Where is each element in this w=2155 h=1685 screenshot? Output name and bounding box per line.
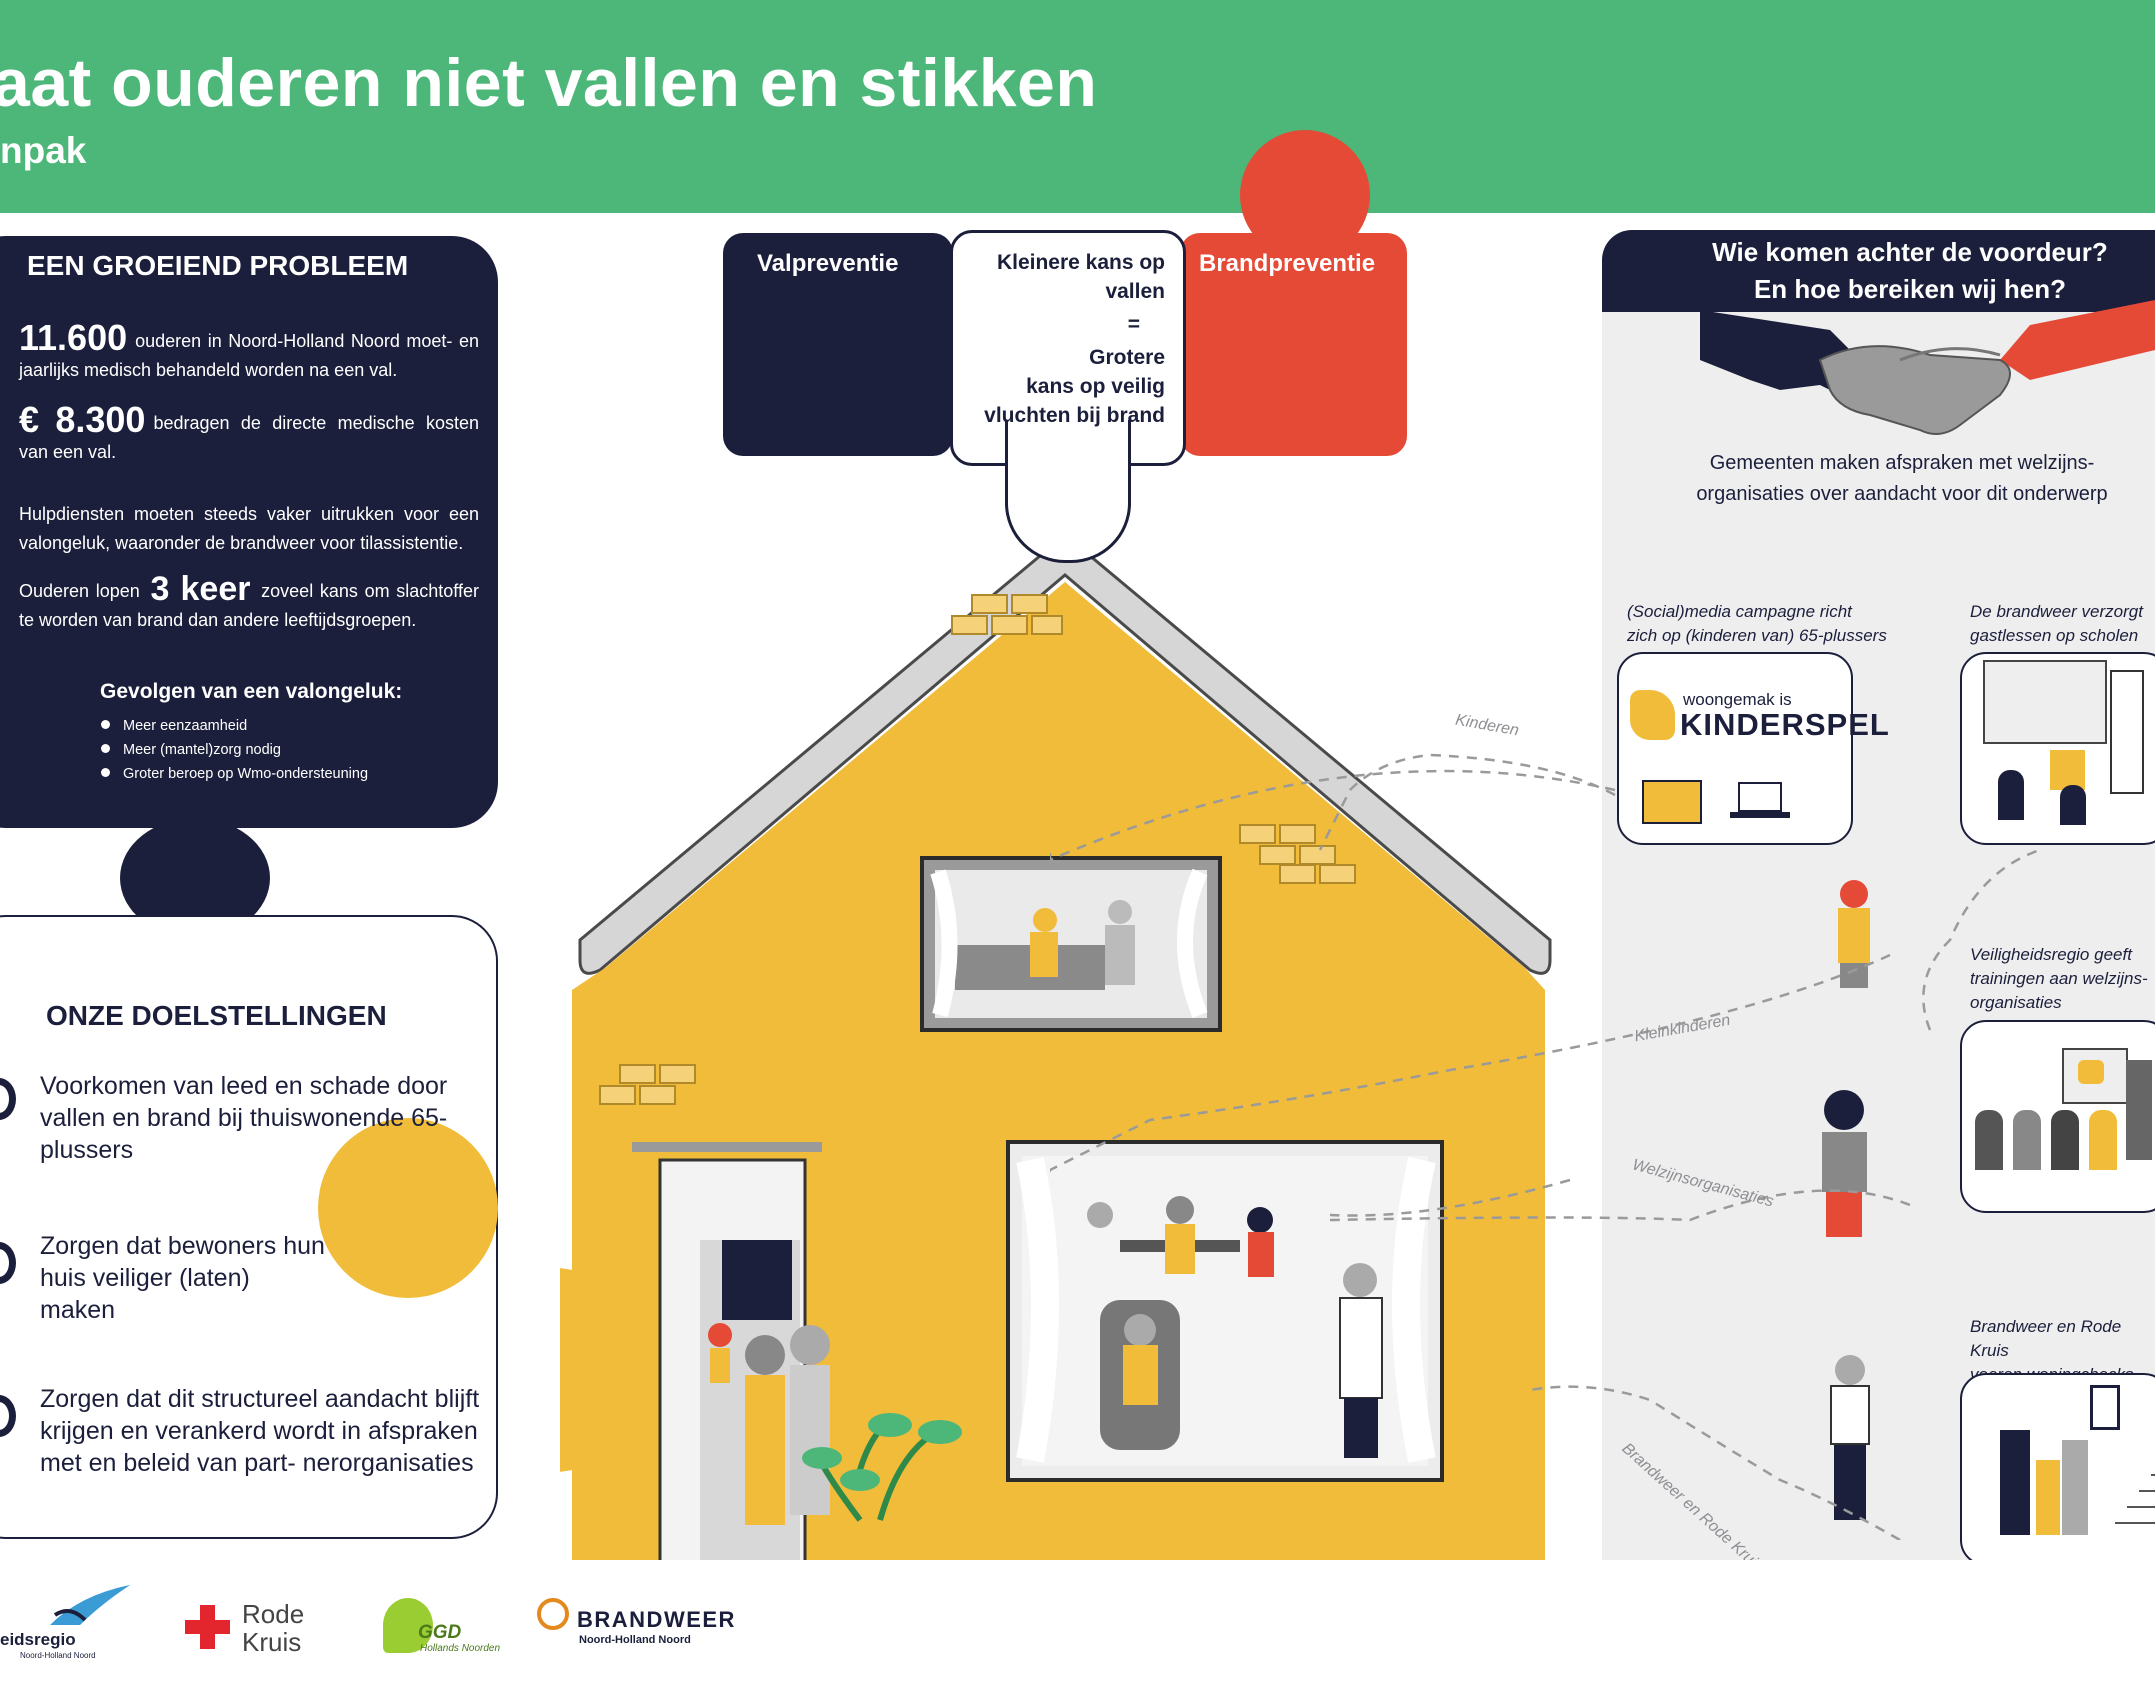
- logo-brandweer-sub: Noord-Holland Noord: [579, 1634, 691, 1646]
- picture-frame-icon: [2090, 1385, 2120, 1430]
- goal-item-2: Zorgen dat bewoners hun huis veiliger (l…: [40, 1232, 325, 1324]
- front-door: [632, 1142, 830, 1592]
- puzzle-valpreventie: [723, 233, 953, 456]
- goal-icon: [0, 1395, 16, 1437]
- goals-knob: [318, 1118, 498, 1298]
- logo-brandweer: BRANDWEER: [577, 1607, 736, 1632]
- list-item: Meer (mantel)zorg nodig: [101, 738, 368, 762]
- student-figure: [1998, 770, 2024, 820]
- list-item: Meer eenzaamheid: [101, 714, 368, 738]
- firefighter-figure: [2110, 670, 2144, 794]
- ggd-logo-icon: [383, 1598, 433, 1653]
- problem-panel: [0, 236, 498, 828]
- book-icon: [1642, 780, 1702, 824]
- page-subtitle: npak: [0, 130, 87, 171]
- student-figure: [2060, 785, 2086, 825]
- puzzle-logo-icon: [2078, 1060, 2104, 1084]
- firefighter-figure: [2000, 1430, 2030, 1535]
- goal-item-3: Zorgen dat dit structureel aandacht blij…: [40, 1385, 480, 1477]
- consequences-list: Meer eenzaamheid Meer (mantel)zorg nodig…: [101, 714, 368, 786]
- risk-multiplier: 3 keer: [150, 570, 251, 608]
- campaign-name-bottom: KINDERSPEL: [1680, 707, 1890, 742]
- audience-group: [1975, 1110, 2120, 1170]
- welfare-worker-figure: [1822, 1132, 1867, 1192]
- consequences-heading: Gevolgen van een valongeluk:: [100, 680, 403, 703]
- child-head: [1840, 880, 1868, 908]
- stat-2-value: € 8.300: [19, 399, 146, 440]
- problem-heading: EEN GROEIEND PROBLEEM: [27, 250, 409, 281]
- outreach-intro: Gemeenten maken afspraken met welzijns- …: [1696, 452, 2108, 505]
- resident-figure: [2036, 1460, 2060, 1535]
- red-cross-icon-vertical: [200, 1605, 215, 1649]
- firefighter-figure: [1830, 1385, 1870, 1445]
- brandweer-crest-icon: [537, 1598, 569, 1630]
- bedroom-window: [920, 856, 1222, 1032]
- laptop-base: [1730, 812, 1790, 818]
- house-illustration: [560, 533, 1552, 1595]
- logo-ggd: GGD: [418, 1622, 462, 1643]
- livingroom-window: [1006, 1140, 1444, 1482]
- puzzle-brandpreventie: [1180, 233, 1407, 456]
- puzzle-logo-icon: [1630, 690, 1675, 740]
- puzzle-center-text: Kleinere kans op vallen = Grotere kans o…: [984, 251, 1165, 427]
- whiteboard-icon: [1983, 660, 2107, 744]
- page-title: aat ouderen niet vallen en stikken: [0, 45, 1098, 121]
- stat-2-text: bedragen de directe medische kosten van …: [19, 413, 479, 462]
- resident-figure: [2062, 1440, 2088, 1535]
- trainer-figure: [2126, 1060, 2152, 1160]
- stat-1-value: 11.600: [19, 317, 128, 358]
- stat-1-text: ouderen in Noord-Holland Noord moet- en …: [19, 331, 479, 380]
- goal-item-1: Voorkomen van leed en schade door vallen…: [40, 1072, 448, 1164]
- child-legs: [1840, 963, 1868, 988]
- goal-icon: [0, 1078, 16, 1120]
- logo-veiligheidsregio-sub: Noord-Holland Noord: [20, 1651, 96, 1660]
- problem-knob-neck: [155, 800, 235, 840]
- campaign-name-top: woongemak is: [1683, 690, 1792, 709]
- logo-veiligheidsregio: eidsregio: [0, 1630, 76, 1649]
- laptop-icon: [1738, 782, 1782, 812]
- caption-checks: Brandweer en Rode Kruisvoeren woningchec…: [1970, 1317, 2133, 1408]
- valpreventie-label: Valpreventie: [757, 250, 899, 277]
- puzzle-brand-knob: [1240, 130, 1370, 260]
- connection-paths: [1050, 753, 2041, 1540]
- goals-heading: ONZE DOELSTELLINGEN: [46, 1000, 387, 1031]
- brandpreventie-label: Brandpreventie: [1199, 250, 1376, 277]
- stairs-icon: [2115, 1460, 2155, 1540]
- problem-paragraph-1: Hulpdiensten moeten steeds vaker uitrukk…: [19, 504, 479, 553]
- problem-paragraph-2: Ouderen lopen 3 keer zoveel kans om slac…: [19, 570, 479, 630]
- header-bar: [0, 0, 2155, 213]
- grandchild-head: [1824, 1090, 1864, 1130]
- logo-ggd-sub: Hollands Noorden: [420, 1643, 501, 1654]
- outreach-panel: [1602, 230, 2155, 1595]
- child-figure: [1838, 908, 1870, 963]
- welfare-worker-legs: [1826, 1192, 1862, 1237]
- outreach-heading: Wie komen achter de voordeur? En hoe ber…: [1712, 237, 2108, 304]
- handshake-icon: [1700, 300, 2155, 435]
- veiligheidsregio-logo-icon: [50, 1585, 130, 1625]
- puzzle-center-knob: [1005, 420, 1131, 563]
- child-figure: [2050, 750, 2085, 790]
- puzzle-center: [950, 230, 1186, 466]
- firefighter-head: [1835, 1355, 1865, 1385]
- brick-group: [599, 594, 1356, 1105]
- outreach-header: [1602, 230, 2155, 312]
- goal-icon: [0, 1242, 16, 1284]
- footer: [0, 1560, 2155, 1685]
- firefighter-legs: [1834, 1445, 1866, 1520]
- list-item: Groter beroep op Wmo-ondersteuning: [101, 762, 368, 786]
